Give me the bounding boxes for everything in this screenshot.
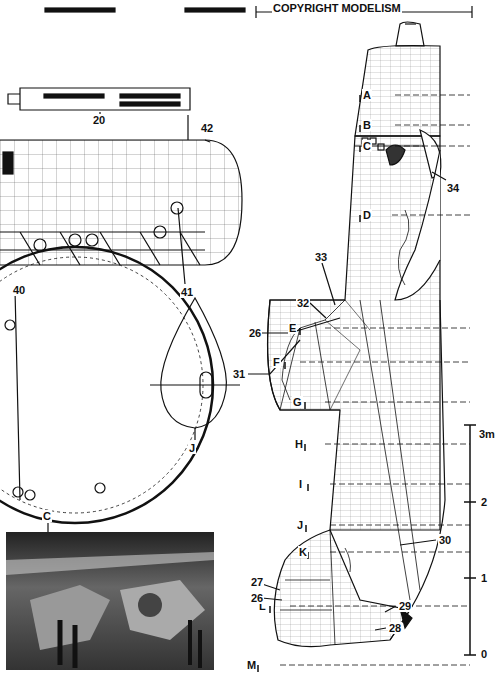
callout-label: 3m: [478, 428, 496, 440]
callout-label: 33: [314, 251, 328, 263]
callout-label: 40: [12, 284, 26, 296]
callout-label: 29: [398, 600, 412, 612]
callout-label: 42: [200, 122, 214, 134]
callout-label: J: [188, 442, 196, 454]
callout-label: COPYRIGHT MODELISM: [272, 2, 402, 14]
callout-label: H: [294, 438, 304, 450]
callout-label: 27: [250, 576, 264, 588]
factory-photo: [6, 532, 214, 670]
callout-label: 34: [446, 182, 460, 194]
callout-label: D: [362, 209, 372, 221]
callout-label: M: [246, 659, 257, 671]
callout-label: G: [292, 396, 303, 408]
callout-label: 1: [480, 572, 488, 584]
callout-label: 30: [438, 534, 452, 546]
callout-label: B: [362, 119, 372, 131]
callout-label: 26: [250, 592, 264, 604]
callout-label: 0: [480, 648, 488, 660]
callout-label: 28: [388, 622, 402, 634]
callout-label: 20: [92, 114, 106, 126]
callout-label: 2: [480, 496, 488, 508]
callout-label: A: [362, 89, 372, 101]
callout-label: 31: [232, 368, 246, 380]
callout-label: E: [288, 322, 297, 334]
callout-label: K: [298, 546, 308, 558]
callout-label: C: [42, 510, 52, 522]
callout-label: 32: [296, 297, 310, 309]
callout-label: J: [296, 519, 304, 531]
callout-label: C: [362, 140, 372, 152]
callout-label: 26: [248, 327, 262, 339]
callout-label: 41: [180, 286, 194, 298]
callout-label: F: [272, 356, 281, 368]
callout-label: I: [298, 478, 303, 490]
